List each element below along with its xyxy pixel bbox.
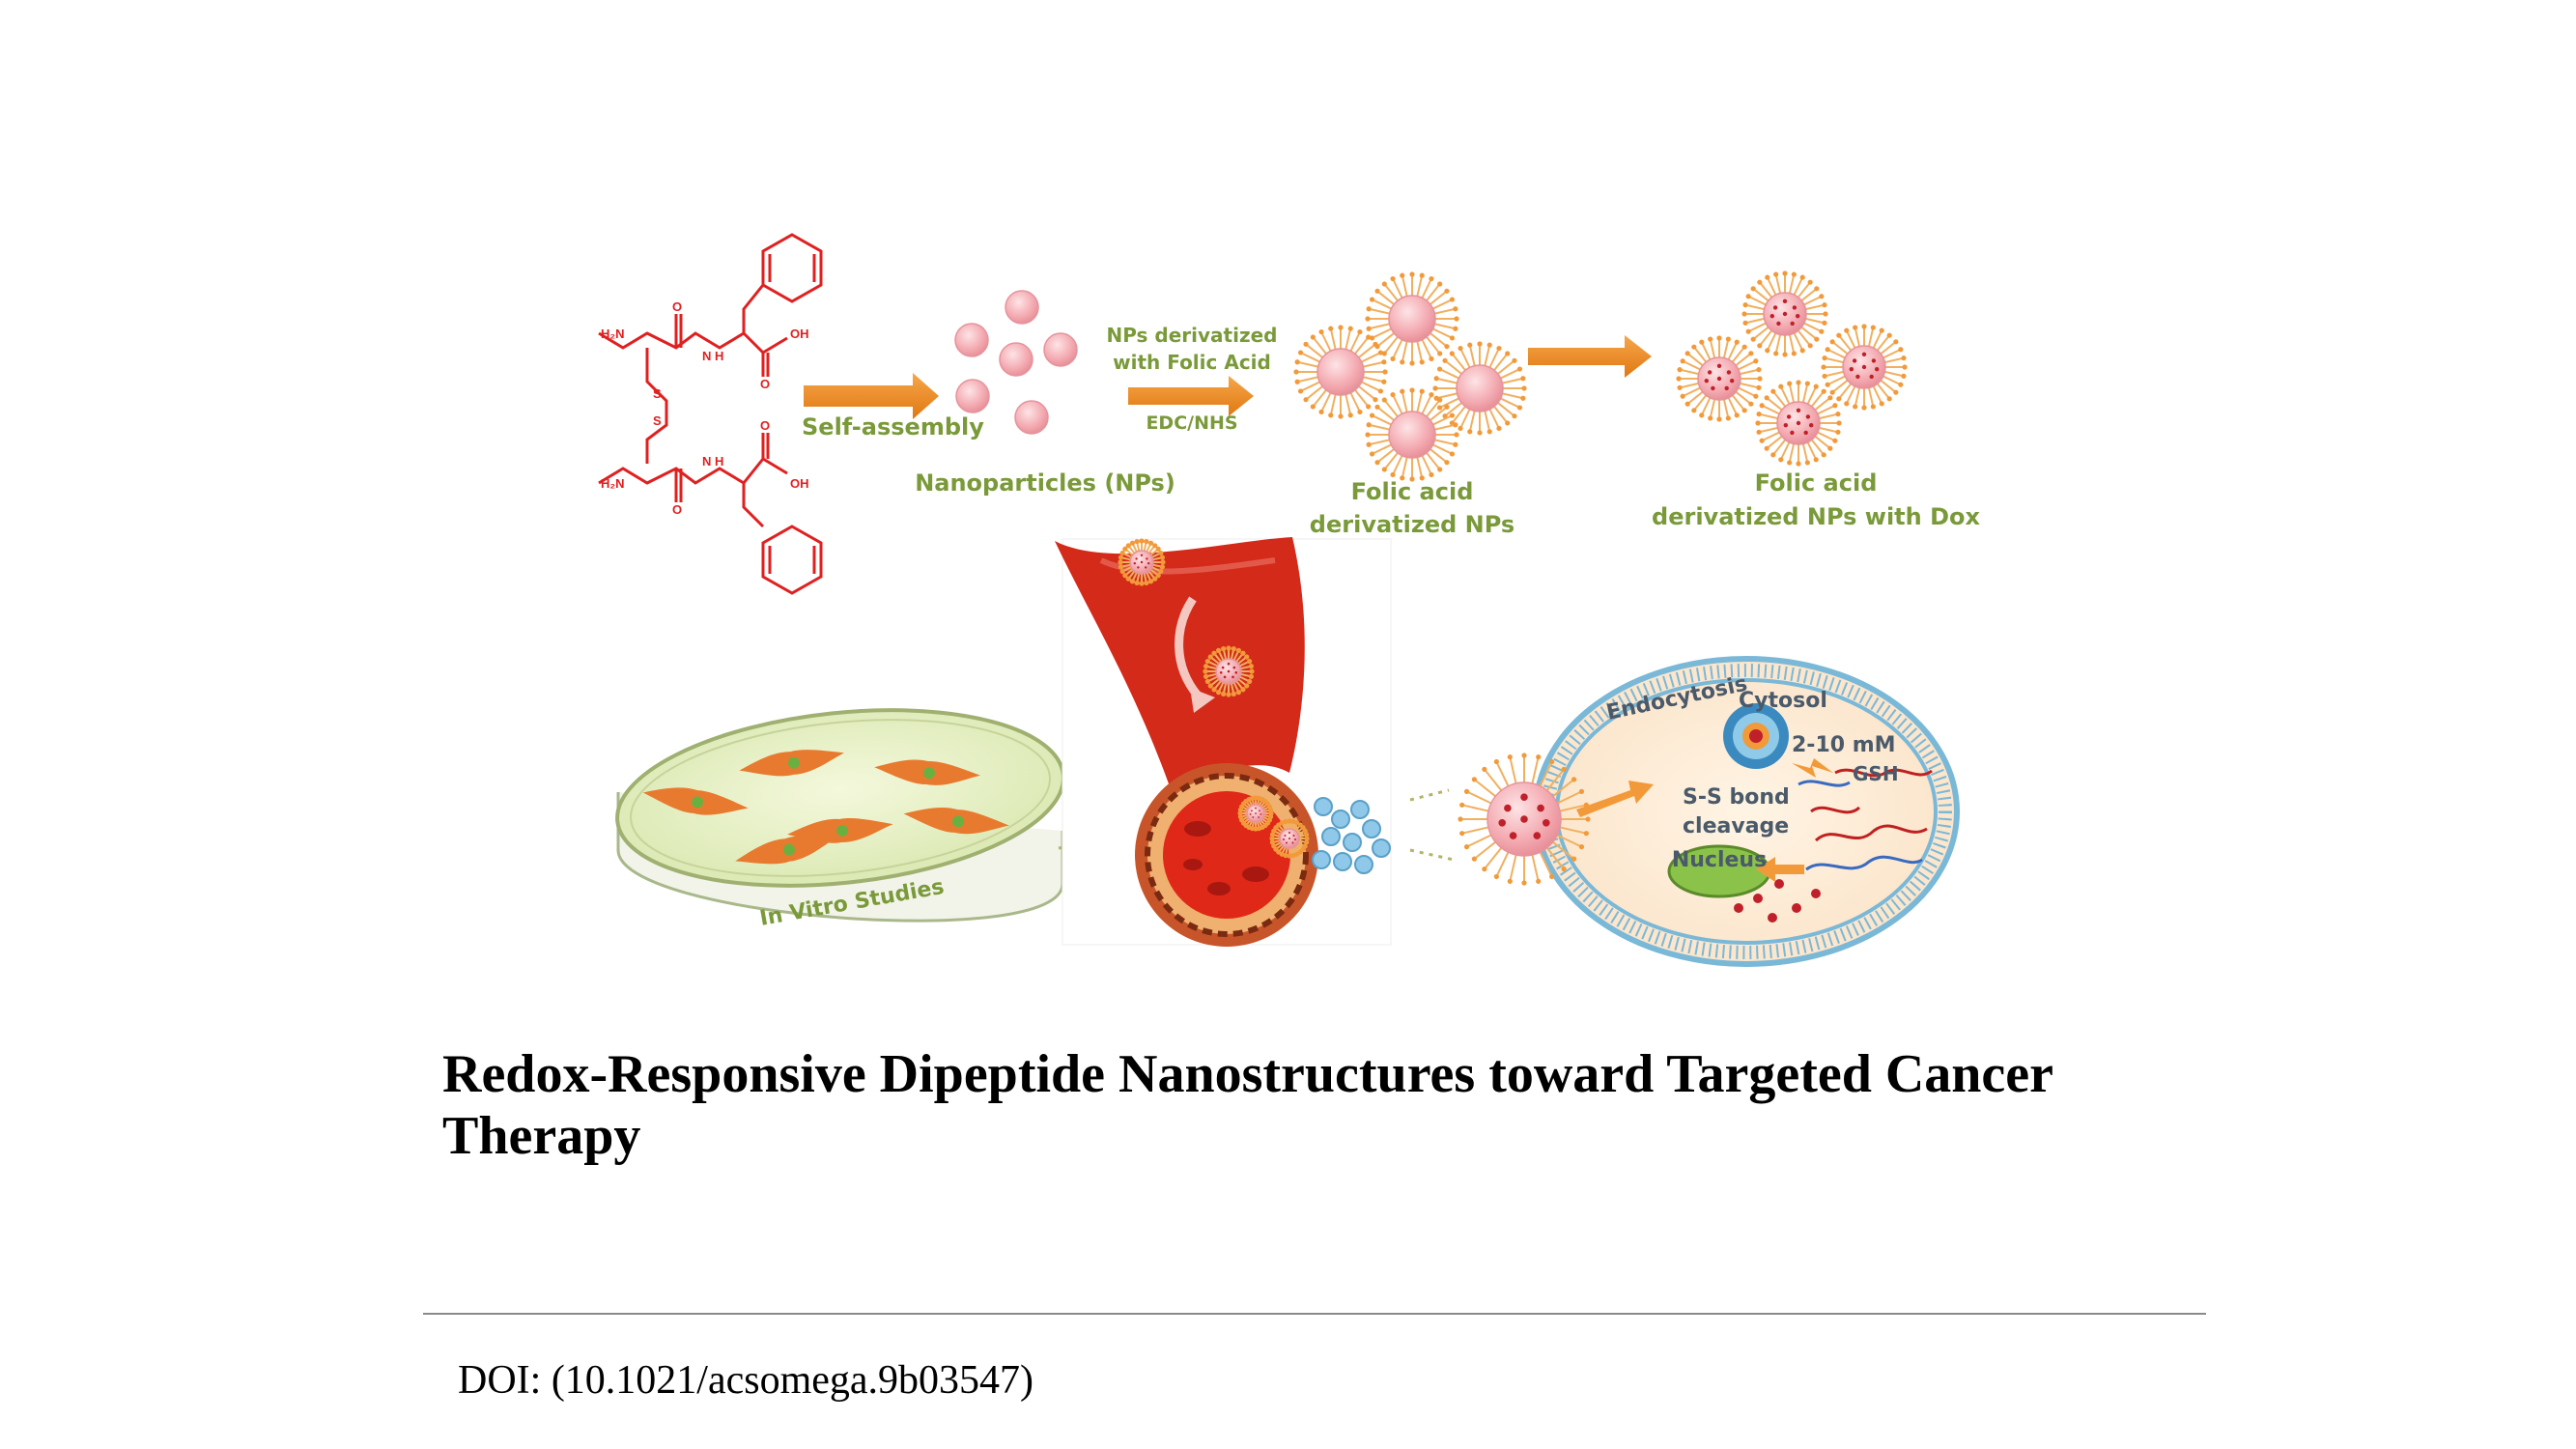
blood-vessel	[1055, 537, 1392, 947]
divider-line	[423, 1313, 2206, 1315]
cleaved-peptide-strand	[1814, 824, 1928, 842]
dox-molecule	[1774, 879, 1784, 889]
folic-acid-nanoparticle	[1365, 387, 1459, 482]
nps-derivatized-label: NPs derivatized	[1107, 324, 1278, 347]
dox-molecule	[1734, 903, 1743, 913]
dox-loading-arrow	[1528, 335, 1652, 378]
folic-dox-nps-label-line2: derivatized NPs with Dox	[1652, 503, 1980, 530]
cytosol-label: Cytosol	[1739, 689, 1827, 713]
cultured-cells	[642, 750, 1009, 865]
fibroblast-cell	[874, 759, 981, 785]
paper-doi: DOI: (10.1021/acsomega.9b03547)	[458, 1358, 1034, 1403]
internalization-arrow	[1576, 781, 1654, 817]
folic-acid-derivatization-arrow	[1128, 376, 1254, 416]
dox-molecule	[1792, 903, 1801, 913]
gsh-label: GSH	[1853, 762, 1899, 785]
folic-acid-nanoparticle	[1365, 271, 1459, 366]
cytosol-arrow	[1792, 758, 1833, 778]
fibroblast-cell	[739, 750, 845, 777]
amine-label-top: H₂N	[601, 327, 625, 341]
dox-loaded-nanoparticle	[1741, 270, 1828, 357]
dox-loaded-nanoparticle	[1203, 645, 1255, 697]
dox-loaded-nanoparticle	[1237, 795, 1274, 832]
folic-dox-nps-label-line1: Folic acid	[1755, 469, 1878, 497]
with-folic-acid-label: with Folic Acid	[1113, 351, 1271, 374]
edc-nhs-label: EDC/NHS	[1146, 412, 1237, 434]
dox-loaded-nanoparticle	[1118, 538, 1166, 586]
nanoparticles-label: Nanoparticles (NPs)	[915, 469, 1175, 497]
oxygen-label: O	[672, 299, 682, 314]
fibroblast-cell	[735, 835, 839, 865]
cell-interior-elements	[1458, 703, 1933, 923]
fibroblast-cell	[903, 807, 1009, 835]
gsh-concentration-label: 2-10 mM	[1792, 733, 1896, 757]
gsh-strand	[1834, 768, 1933, 778]
cleaved-peptide-strand	[1805, 855, 1923, 871]
amide-nh-label-bottom: N H	[702, 454, 723, 469]
folic-acid-nanoparticle	[1293, 325, 1388, 419]
oxygen-label: O	[760, 377, 770, 391]
dox-molecule	[1811, 889, 1821, 898]
self-assembly-label: Self-assembly	[802, 413, 984, 440]
sulfur-label: S	[653, 386, 662, 401]
ss-bond-label-line2: cleavage	[1683, 814, 1789, 838]
endosome	[1723, 703, 1789, 769]
nanoparticles-cluster	[954, 290, 1078, 435]
folic-acid-nps-label-line1: Folic acid	[1351, 478, 1474, 505]
nucleus-label: Nucleus	[1672, 848, 1767, 872]
self-assembly-arrow	[804, 373, 939, 419]
dox-molecule	[1753, 894, 1763, 903]
dox-loaded-nanoparticle	[1676, 335, 1763, 422]
paper-title: Redox-Responsive Dipeptide Nanostructure…	[442, 1044, 2052, 1166]
dox-loaded-nanoparticle	[1458, 753, 1591, 886]
oxygen-label: O	[672, 502, 682, 517]
nucleus-arrow	[1756, 857, 1804, 882]
folic-acid-nps-label-line2: derivatized NPs	[1310, 511, 1514, 538]
vessel-nanoparticles	[1118, 538, 1310, 859]
dox-loaded-nanoparticle	[1269, 818, 1310, 859]
dipeptide-molecule	[598, 233, 823, 595]
dox-loaded-nanoparticle	[1821, 324, 1908, 411]
amide-nh-label-top: N H	[702, 349, 723, 363]
gsh-strand	[1798, 780, 1851, 787]
folic-acid-nanoparticle	[1432, 341, 1527, 436]
hydroxyl-label-bottom: OH	[790, 476, 809, 491]
dox-molecule	[1768, 913, 1777, 923]
fibroblast-cell	[642, 787, 749, 815]
dox-loaded-nanoparticle	[1755, 380, 1842, 467]
cleaved-peptide-strand	[1810, 806, 1861, 814]
petri-dish	[615, 708, 1065, 923]
oxygen-label: O	[760, 418, 770, 433]
sulfur-label: S	[653, 413, 662, 428]
folic-acid-nps-cluster	[1293, 271, 1527, 482]
hydroxyl-label-top: OH	[790, 327, 809, 341]
dox-loaded-nps-cluster	[1676, 270, 1908, 467]
amine-label-bottom: H₂N	[601, 476, 625, 491]
ss-bond-label-line1: S-S bond	[1683, 785, 1790, 810]
graphical-abstract-figure: H₂N H₂N N H N H OH OH O O O O S S Self-a…	[598, 233, 1980, 967]
